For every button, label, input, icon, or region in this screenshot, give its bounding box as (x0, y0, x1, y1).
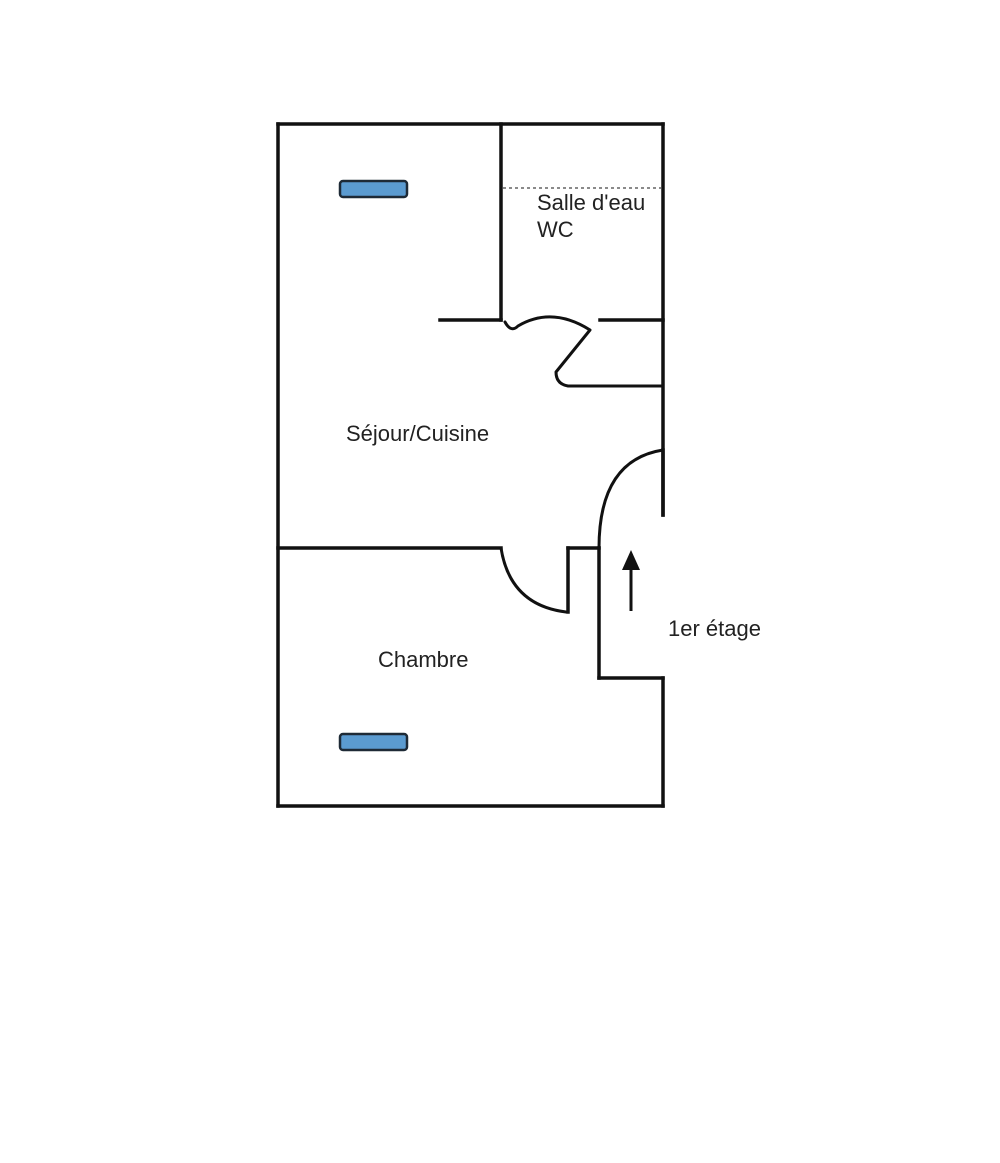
radiator-icon (338, 179, 409, 199)
bedroom-door-swing (499, 546, 568, 614)
living-room-label: Séjour/Cuisine (346, 421, 489, 446)
bedroom-walls (276, 546, 665, 680)
bathroom-door (503, 315, 665, 388)
bathroom-label: Salle d'eau (537, 190, 645, 215)
wc-label: WC (537, 217, 574, 242)
bathroom-walls (438, 122, 665, 322)
bedroom-door (499, 546, 570, 614)
arrow-up-icon (622, 550, 640, 611)
entry-door-swing (597, 448, 665, 550)
bathroom-door-swing (503, 315, 665, 388)
entry-door (597, 448, 665, 550)
bedroom-label: Chambre (378, 647, 468, 672)
radiator-icon (338, 732, 409, 752)
outer-walls (276, 122, 665, 808)
stairs-label: 1er étage (668, 616, 761, 641)
